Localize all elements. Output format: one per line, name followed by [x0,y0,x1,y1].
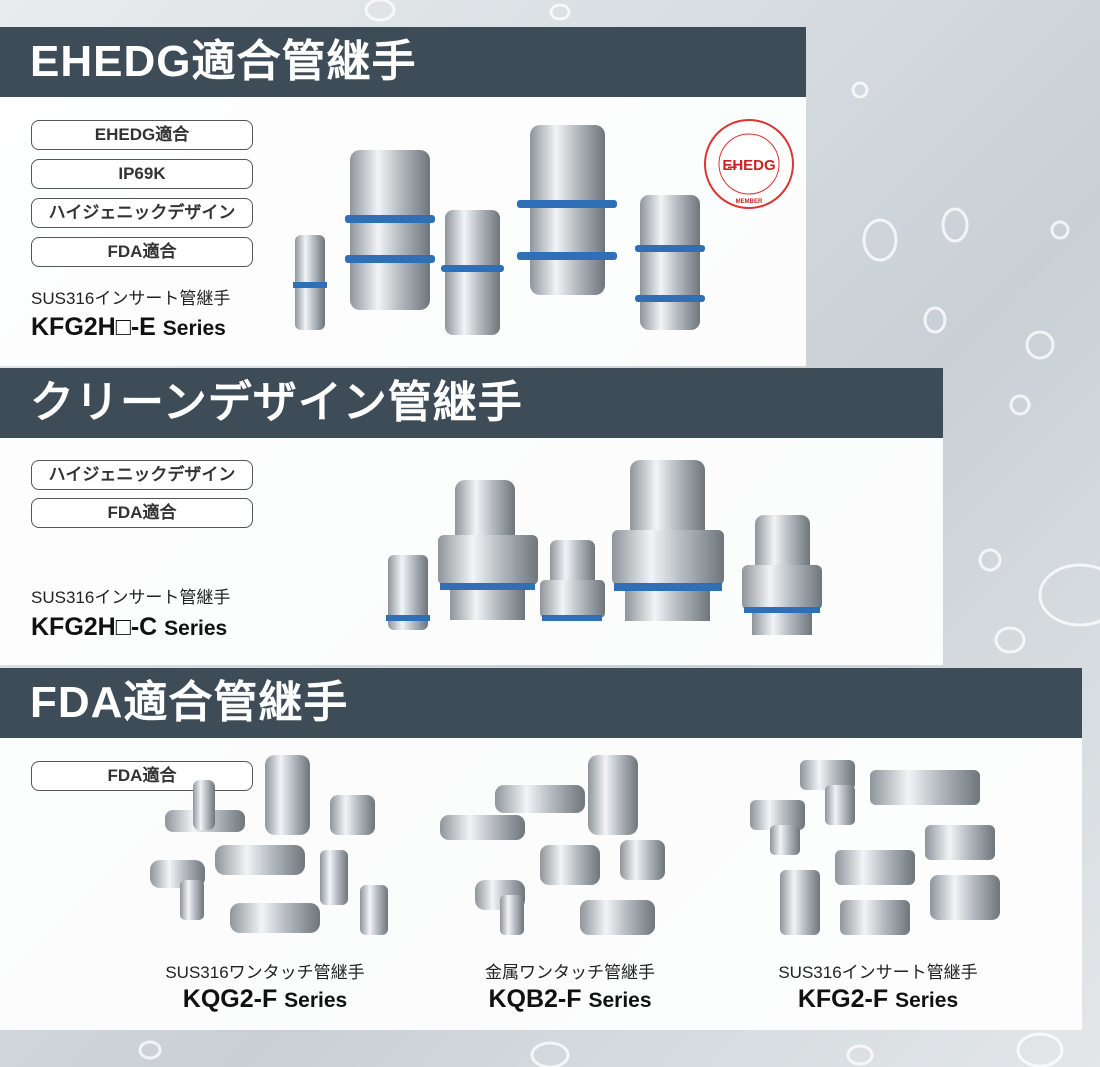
series-word: Series [588,989,652,1012]
series-code: KQB2-F [488,985,582,1013]
badge-fda: FDA適合 [31,761,253,791]
kqg2-f-subtitle: SUS316ワンタッチ管継手 [165,963,365,982]
kqb2-f-fittings-image [440,755,665,935]
kqb2-f-series: KQB2-F Series [420,985,720,1014]
kfg2h-c-fittings-image [386,460,822,635]
series-word: Series [164,617,228,640]
section-clean-title: クリーンデザイン管継手 [0,368,943,438]
svg-text:E̶HEDG: E̶HEDG [722,157,775,174]
series-word: Series [162,317,226,340]
ehedg-member-logo: E̶HEDG MEMBER [704,119,794,209]
series-code: KFG2H□-E [31,313,156,341]
section-ehedg-title: EHEDG適合管継手 [0,27,806,97]
badge-hygienic-design: ハイジェニックデザイン [31,460,253,490]
series-word: Series [284,989,348,1012]
section-clean-series: KFG2H□-C Series [31,613,227,642]
series-code: KQG2-F [182,985,278,1013]
series-word: Series [895,989,959,1012]
badge-fda: FDA適合 [31,498,253,528]
kfg2h-e-fittings-image [293,125,705,335]
kqg2-f-fittings-image [150,755,388,935]
series-code: KFG2H□-C [31,613,158,641]
section-clean-subtitle: SUS316インサート管継手 [31,588,231,607]
kfg2-f-series: KFG2-F Series [728,985,1028,1014]
kfg2-f-fittings-image [750,760,1000,935]
series-code: KFG2-F [797,985,889,1013]
section-ehedg-subtitle: SUS316インサート管継手 [31,289,231,308]
badge-hygienic-design: ハイジェニックデザイン [31,198,253,228]
badge-ehedg: EHEDG適合 [31,120,253,150]
svg-text:MEMBER: MEMBER [736,199,763,205]
kfg2-f-subtitle: SUS316インサート管継手 [778,963,978,982]
kqg2-f-series: KQG2-F Series [115,985,415,1014]
kqb2-f-subtitle: 金属ワンタッチ管継手 [485,963,655,982]
badge-ip69k: IP69K [31,159,253,189]
badge-fda: FDA適合 [31,237,253,267]
section-ehedg-series: KFG2H□-E Series [31,313,226,342]
section-fda-title: FDA適合管継手 [0,668,1082,738]
